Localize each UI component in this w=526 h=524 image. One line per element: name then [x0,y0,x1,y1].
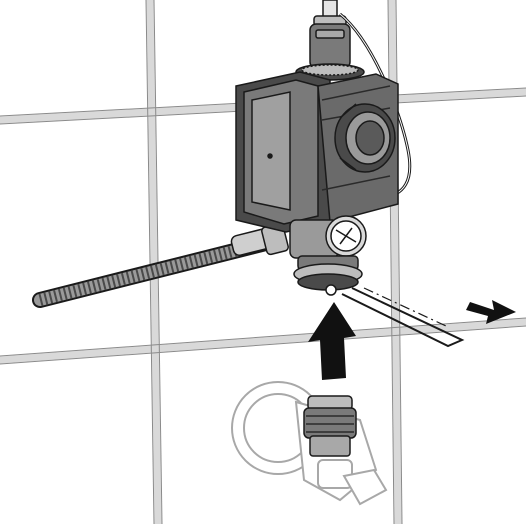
pull-pin-icon [341,287,465,348]
arrow-right-icon [466,300,516,324]
braided-hose [32,222,289,308]
valve-connector [303,395,357,457]
arrow-up-icon [308,302,356,380]
valve-body [289,215,367,296]
top-pipe [295,0,365,81]
control-box-icon [235,71,399,233]
